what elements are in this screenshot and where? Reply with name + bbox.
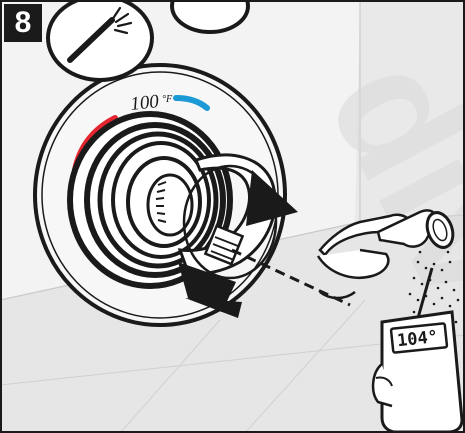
temperature-unit: °F: [162, 94, 173, 105]
thermometer-reading: 104°: [396, 327, 439, 351]
step-number-badge: 8: [4, 4, 42, 42]
